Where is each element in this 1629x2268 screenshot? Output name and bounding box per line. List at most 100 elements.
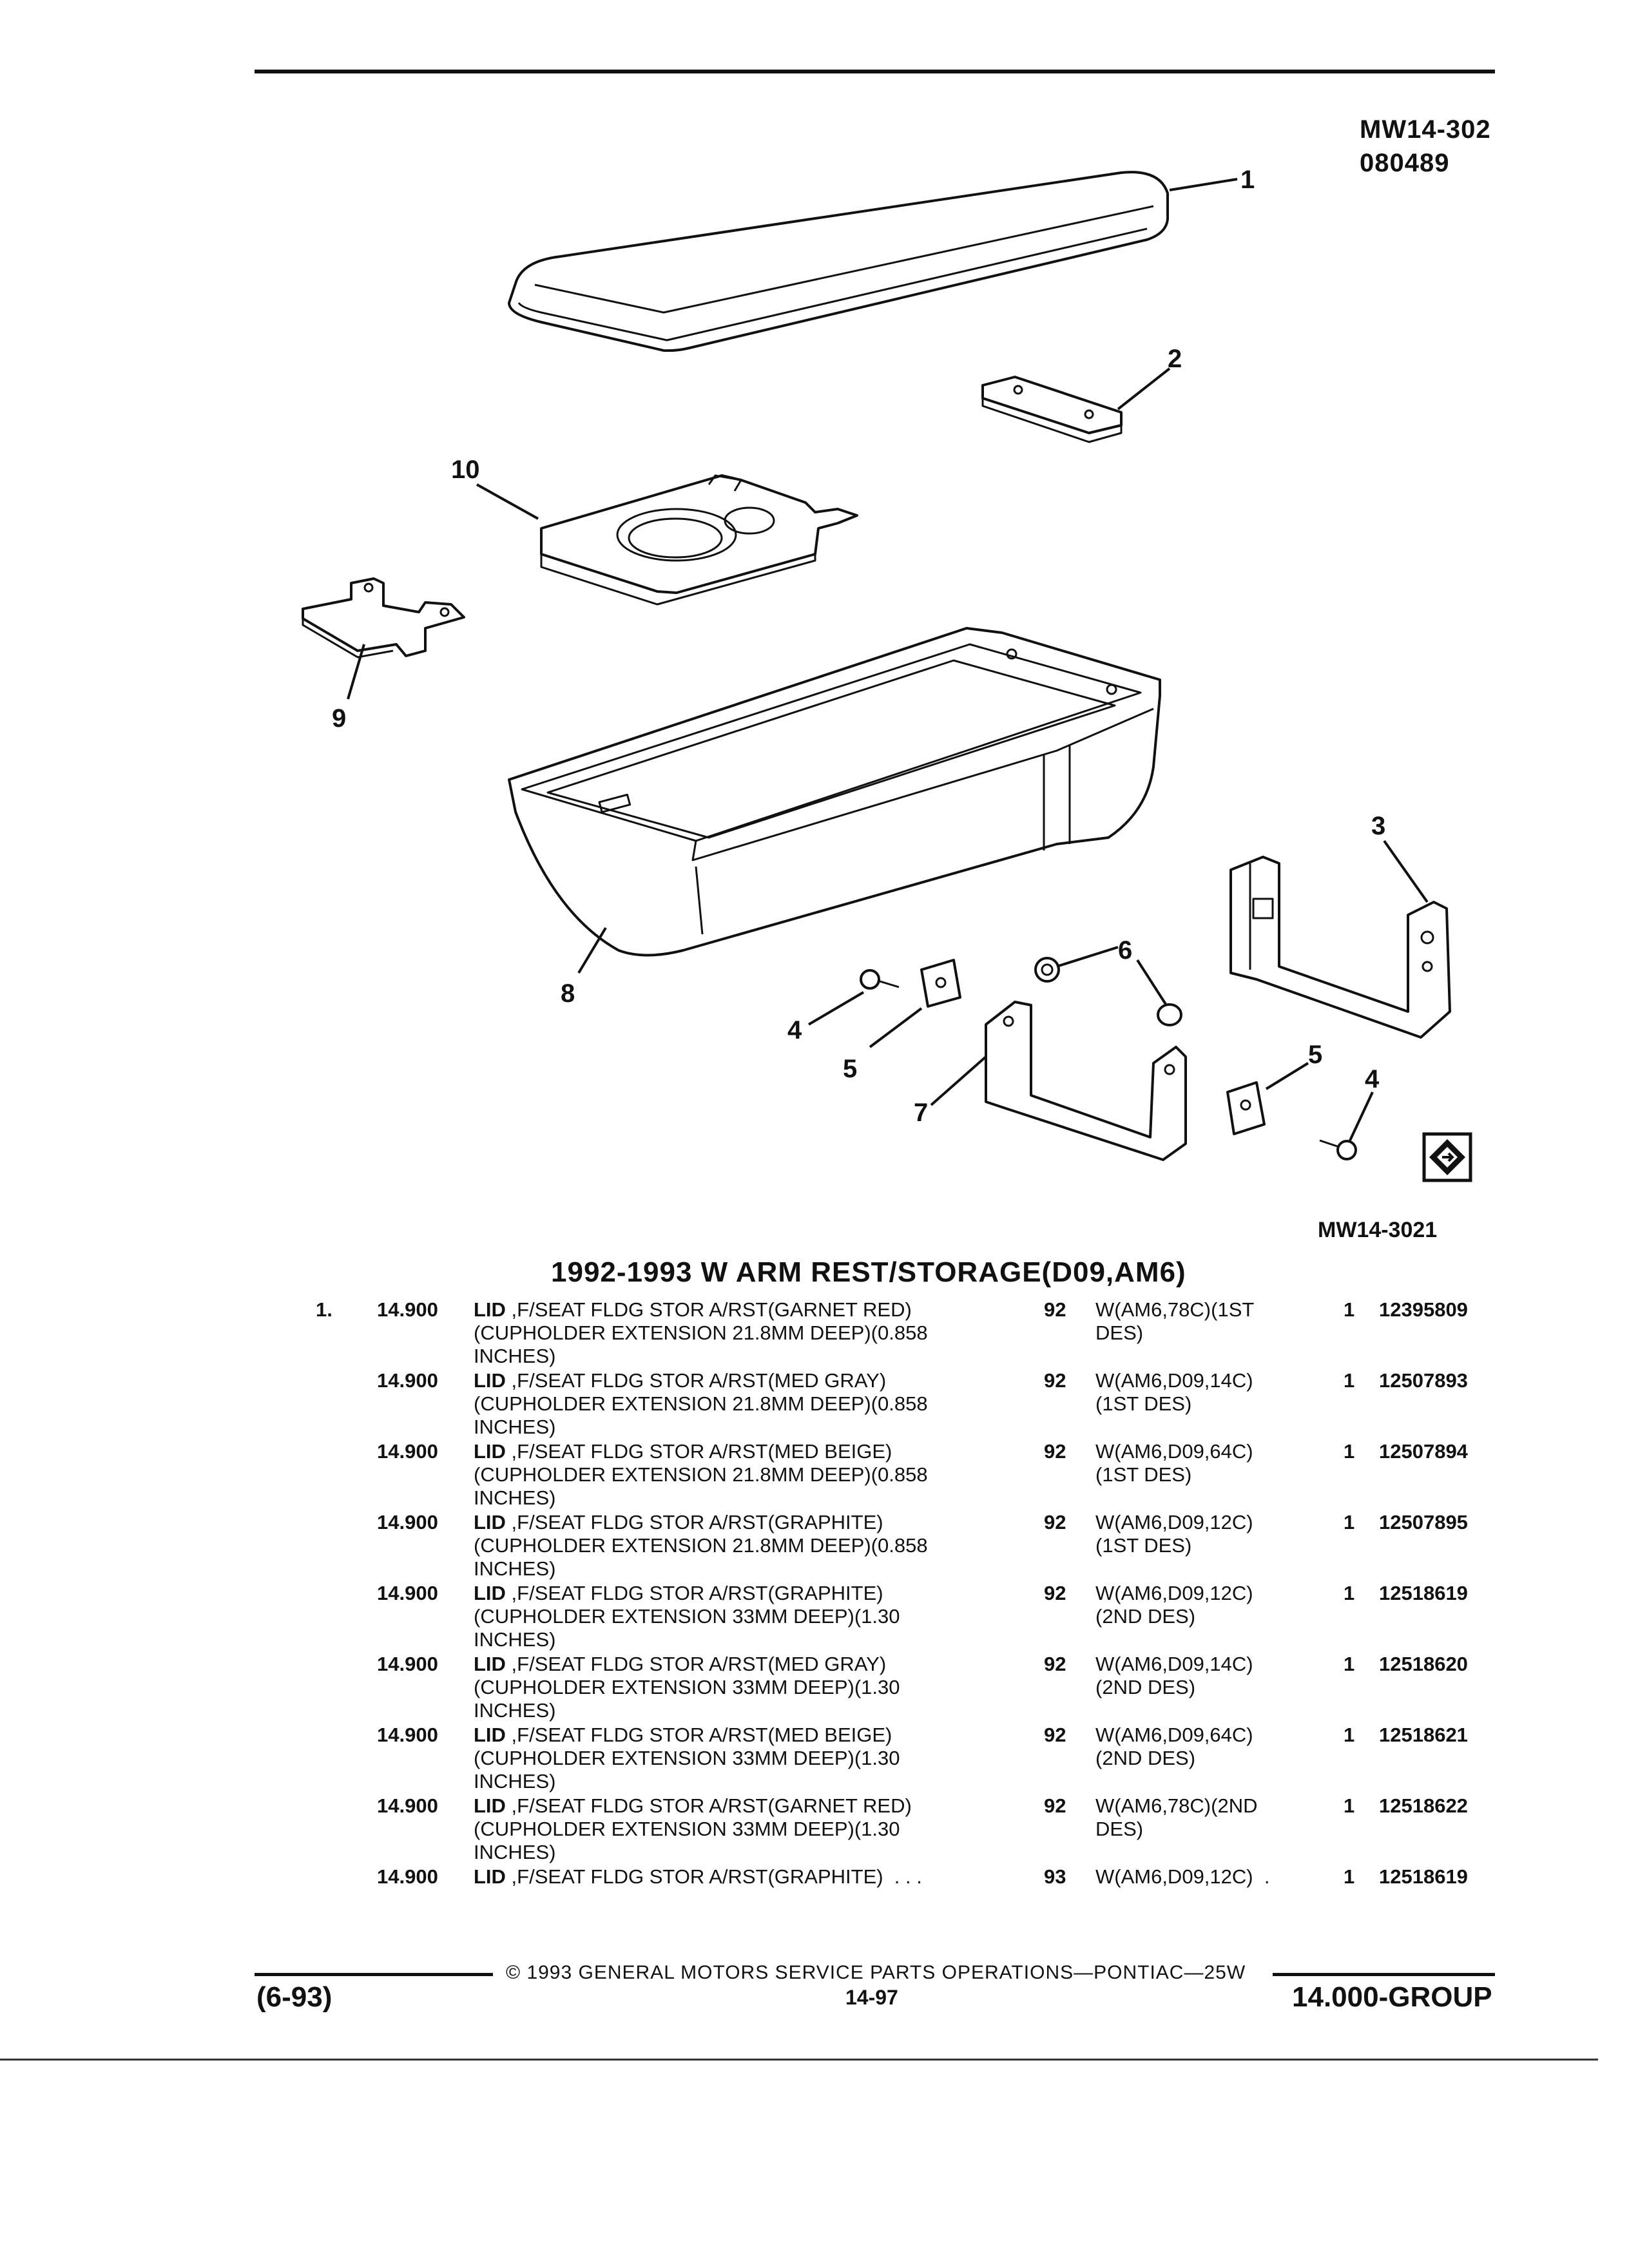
callout-1: 1 xyxy=(1240,166,1255,194)
callout-2: 2 xyxy=(1168,345,1182,373)
bottom-scan-line xyxy=(0,2059,1598,2061)
callout-4b: 4 xyxy=(1365,1065,1380,1093)
part-name: LID xyxy=(474,1298,506,1321)
quantity: 1 xyxy=(1344,1794,1355,1817)
leader-8 xyxy=(577,927,607,974)
part-detail: ,F/SEAT FLDG STOR A/RST(GARNET RED) (CUP… xyxy=(474,1298,928,1367)
usage: W(AM6,D09,14C) (2ND DES) xyxy=(1095,1653,1253,1698)
usage: W(AM6,D09,64C) (1ST DES) xyxy=(1095,1440,1253,1486)
leader-6b xyxy=(1136,959,1168,1006)
part-number: 12395809 xyxy=(1379,1298,1468,1321)
callout-8: 8 xyxy=(561,979,575,1008)
part-plate xyxy=(981,376,1123,443)
model-year: 93 xyxy=(1044,1865,1066,1888)
part-detail: ,F/SEAT FLDG STOR A/RST(MED GRAY) (CUPHO… xyxy=(474,1369,928,1438)
model-year: 92 xyxy=(1044,1724,1066,1746)
quantity: 1 xyxy=(1344,1865,1355,1888)
leader-4a xyxy=(807,991,865,1026)
leader-2 xyxy=(1117,367,1171,410)
part-number: 12518620 xyxy=(1379,1653,1468,1675)
part-storage-bin xyxy=(508,627,1161,957)
usage: W(AM6,78C)(1ST DES) xyxy=(1095,1298,1255,1344)
part-bracket-lower xyxy=(985,1001,1187,1161)
top-rule xyxy=(255,70,1495,73)
part-detail: ,F/SEAT FLDG STOR A/RST(MED GRAY) (CUPHO… xyxy=(474,1653,900,1722)
figure-code: MW14-3021 xyxy=(1318,1218,1438,1242)
leader-5a xyxy=(869,1007,923,1048)
part-number: 12518621 xyxy=(1379,1724,1468,1746)
footer-date-code: (6-93) xyxy=(256,1981,333,2013)
quantity: 1 xyxy=(1344,1582,1355,1604)
part-lid xyxy=(508,171,1169,352)
part-description: LID ,F/SEAT FLDG STOR A/RST(GARNET RED) … xyxy=(474,1794,1028,1864)
callout-7: 7 xyxy=(914,1099,928,1127)
callout-6: 6 xyxy=(1118,936,1132,965)
part-nut xyxy=(1034,957,1182,1026)
part-detail: ,F/SEAT FLDG STOR A/RST(MED BEIGE) (CUPH… xyxy=(474,1440,928,1509)
part-name: LID xyxy=(474,1440,506,1463)
part-detail: ,F/SEAT FLDG STOR A/RST(GRAPHITE) (CUPHO… xyxy=(474,1511,928,1580)
exploded-parts-diagram: 1 2 10 9 8 xyxy=(302,166,1472,1182)
leader-1 xyxy=(1169,178,1238,191)
part-detail: ,F/SEAT FLDG STOR A/RST(GRAPHITE) (CUPHO… xyxy=(474,1582,900,1651)
part-description: LID ,F/SEAT FLDG STOR A/RST(MED GRAY) (C… xyxy=(474,1369,1028,1439)
quantity: 1 xyxy=(1344,1369,1355,1392)
quantity: 1 xyxy=(1344,1653,1355,1675)
callout-10: 10 xyxy=(451,456,480,484)
group-code: 14.900 xyxy=(377,1582,438,1604)
leader-10 xyxy=(476,483,539,520)
group-code: 14.900 xyxy=(377,1653,438,1675)
part-bracket-small xyxy=(302,577,465,658)
part-screw-right xyxy=(1319,1139,1357,1160)
part-bracket-large xyxy=(1229,856,1451,1039)
part-name: LID xyxy=(474,1582,506,1604)
part-name: LID xyxy=(474,1794,506,1817)
usage: W(AM6,D09,12C) (2ND DES) xyxy=(1095,1582,1253,1628)
item-number: 1. xyxy=(316,1298,333,1321)
leader-4b xyxy=(1349,1091,1374,1141)
part-description: LID ,F/SEAT FLDG STOR A/RST(MED GRAY) (C… xyxy=(474,1653,1028,1722)
footer-group: 14.000-GROUP xyxy=(1292,1981,1492,2013)
part-name: LID xyxy=(474,1865,506,1888)
usage: W(AM6,D09,12C) . xyxy=(1095,1865,1270,1888)
model-year: 92 xyxy=(1044,1794,1066,1817)
part-number: 12518619 xyxy=(1379,1865,1468,1888)
model-year: 92 xyxy=(1044,1582,1066,1604)
leader-5b xyxy=(1265,1062,1309,1090)
quantity: 1 xyxy=(1344,1511,1355,1533)
part-number: 12518622 xyxy=(1379,1794,1468,1817)
part-description: LID ,F/SEAT FLDG STOR A/RST(MED BEIGE) (… xyxy=(474,1724,1028,1793)
model-year: 92 xyxy=(1044,1511,1066,1533)
reference-code-line-2: 080489 xyxy=(1360,149,1450,177)
leader-6a xyxy=(1056,946,1119,968)
part-clip-right xyxy=(1226,1081,1266,1135)
footer-copyright: © 1993 GENERAL MOTORS SERVICE PARTS OPER… xyxy=(506,1962,1246,1983)
diamond-arrow-icon xyxy=(1422,1132,1472,1182)
part-name: LID xyxy=(474,1369,506,1392)
group-code: 14.900 xyxy=(377,1724,438,1746)
leader-7 xyxy=(930,1055,987,1106)
part-name: LID xyxy=(474,1653,506,1675)
group-code: 14.900 xyxy=(377,1794,438,1817)
reference-code-line-1: MW14-302 xyxy=(1360,115,1491,144)
quantity: 1 xyxy=(1344,1440,1355,1463)
part-name: LID xyxy=(474,1511,506,1533)
part-screw-left xyxy=(860,969,900,990)
footer-rule-right xyxy=(1273,1973,1495,1976)
usage: W(AM6,D09,12C) (1ST DES) xyxy=(1095,1511,1253,1557)
part-description: LID ,F/SEAT FLDG STOR A/RST(MED BEIGE) (… xyxy=(474,1440,1028,1510)
part-detail: ,F/SEAT FLDG STOR A/RST(GRAPHITE) . . . xyxy=(505,1865,922,1888)
model-year: 92 xyxy=(1044,1440,1066,1463)
part-clip-left xyxy=(920,959,961,1008)
part-description: LID ,F/SEAT FLDG STOR A/RST(GRAPHITE) (C… xyxy=(474,1511,1028,1581)
part-number: 12507893 xyxy=(1379,1369,1468,1392)
part-cupholder-tray xyxy=(540,474,858,606)
section-title: 1992-1993 W ARM REST/STORAGE(D09,AM6) xyxy=(551,1256,1186,1288)
quantity: 1 xyxy=(1344,1298,1355,1321)
leader-3 xyxy=(1383,840,1429,903)
model-year: 92 xyxy=(1044,1298,1066,1321)
leader-9 xyxy=(347,644,365,700)
part-number: 12518619 xyxy=(1379,1582,1468,1604)
part-detail: ,F/SEAT FLDG STOR A/RST(GARNET RED) (CUP… xyxy=(474,1794,912,1863)
model-year: 92 xyxy=(1044,1369,1066,1392)
